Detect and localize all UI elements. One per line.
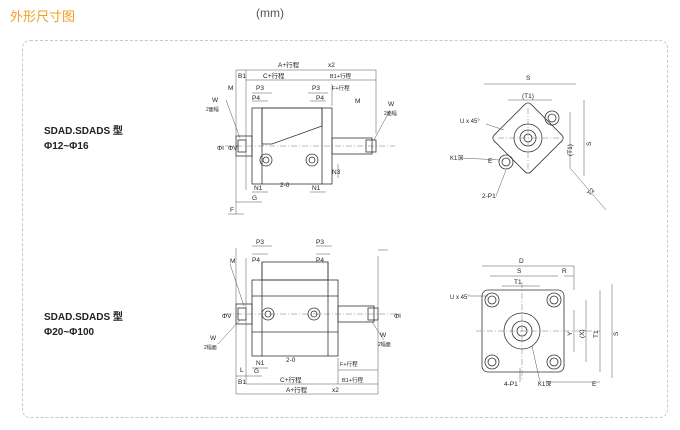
dim-t1: T1 xyxy=(514,279,522,286)
dim-f-stroke: F+行程 xyxy=(332,84,350,92)
dim-p3-left: P3 xyxy=(256,85,264,92)
dim-x-paren: (X) xyxy=(579,329,586,338)
model-label-small: SDAD.SDADS 型 Φ12~Φ16 xyxy=(44,124,123,154)
dim-n3: N3 xyxy=(332,169,341,176)
dim-m-right: M xyxy=(355,98,360,105)
dim-p3-left: P3 xyxy=(256,239,264,246)
dim-p4-right: P4 xyxy=(316,257,324,264)
dim-n1-right: N1 xyxy=(312,185,321,192)
dim-r: R xyxy=(562,268,567,275)
dim-b1-stroke: B1+行程 xyxy=(330,72,351,80)
dim-u45: U x 45° xyxy=(460,119,480,125)
dim-flats-right: 2面幅 xyxy=(384,110,397,117)
top-end-view: S (T1) (T1) S U x 45° K1深 E 2-P1 T2 xyxy=(450,75,607,211)
unit-label: (mm) xyxy=(256,6,284,20)
dim-y: Y xyxy=(567,331,574,336)
dim-flats-left: 2幅面 xyxy=(204,344,217,351)
dim-flats-left: 2面幅 xyxy=(206,106,219,113)
dim-w-left: W xyxy=(212,97,219,104)
dim-k1: K1深 xyxy=(538,380,551,388)
model-range: Φ20~Φ100 xyxy=(44,327,95,338)
dim-a-stroke: A+行程 xyxy=(286,385,308,394)
dim-s: S xyxy=(517,268,522,275)
dim-n1: N1 xyxy=(256,360,265,367)
model-name: SDAD.SDADS 型 xyxy=(44,312,123,323)
dim-m: M xyxy=(230,258,235,265)
dim-p4-left: P4 xyxy=(252,95,260,102)
dim-s-side: S xyxy=(613,331,620,336)
dim-p4-right: P4 xyxy=(316,95,324,102)
dim-l: L xyxy=(240,367,244,374)
dim-s-side: S xyxy=(586,141,593,146)
top-side-view: A+行程 x2 B1 C+行程 B1+行程 M M P3 P3 P4 P4 F+… xyxy=(206,60,397,215)
dim-x2: x2 xyxy=(328,62,335,69)
dim-m-left: M xyxy=(228,85,233,92)
dim-w-right: W xyxy=(380,332,387,339)
dim-b1: B1 xyxy=(238,379,246,386)
dim-g: G xyxy=(252,195,257,202)
page-title: 外形尺寸图 xyxy=(10,9,76,24)
dim-w-right: W xyxy=(388,101,395,108)
model-name: SDAD.SDADS 型 xyxy=(44,126,123,137)
dim-p1: 4-P1 xyxy=(504,381,518,388)
dim-t1-side: T1 xyxy=(593,330,600,338)
dim-f: F xyxy=(230,207,234,214)
dim-e: E xyxy=(488,158,493,165)
dim-2-o: 2-0 xyxy=(280,182,290,189)
dim-t1-paren: (T1) xyxy=(522,93,534,100)
dim-phi-i: ΦI xyxy=(394,313,401,320)
dim-p4-left: P4 xyxy=(252,257,260,264)
bottom-side-view: P3 P3 P4 P4 M W 2幅面 W 2幅面 ΦV ΦI N1 2-0 F… xyxy=(204,239,401,395)
dim-flats-right: 2幅面 xyxy=(378,341,391,348)
dim-e: E xyxy=(592,381,597,388)
dim-u45: U x 45° xyxy=(450,295,470,301)
dim-p3-right: P3 xyxy=(312,85,320,92)
dim-c-stroke: C+行程 xyxy=(280,375,302,384)
dim-g: G xyxy=(254,368,259,375)
dim-c-stroke: C+行程 xyxy=(263,71,285,80)
dim-x2: x2 xyxy=(332,387,339,394)
dim-n1-left: N1 xyxy=(254,185,263,192)
dim-phi-v: ΦV xyxy=(222,313,232,320)
dim-b1-stroke: B1+行程 xyxy=(342,376,363,384)
dim-b1: B1 xyxy=(238,73,246,80)
dim-phi-i: ΦI xyxy=(217,145,224,152)
dim-2-o: 2-0 xyxy=(286,357,296,364)
dim-a-stroke: A+行程 xyxy=(278,60,300,69)
model-range: Φ12~Φ16 xyxy=(44,141,89,152)
dim-k1: K1深 xyxy=(450,154,463,162)
dim-t2: T2 xyxy=(586,187,596,198)
bottom-end-view: D S R T1 Y (X) T1 S U x 45° 4-P1 K1深 E xyxy=(450,258,620,388)
dim-p1: 2-P1 xyxy=(482,193,496,200)
drawing-frame xyxy=(22,40,668,418)
dim-d: D xyxy=(519,258,524,265)
model-label-large: SDAD.SDADS 型 Φ20~Φ100 xyxy=(44,310,123,340)
dim-f-stroke: F+行程 xyxy=(340,360,358,368)
dim-s: S xyxy=(526,75,531,82)
dim-t1-side: (T1) xyxy=(567,144,574,156)
dim-w-left: W xyxy=(210,335,217,342)
dim-p3-right: P3 xyxy=(316,239,324,246)
dim-phi-v: ΦV xyxy=(228,145,238,152)
